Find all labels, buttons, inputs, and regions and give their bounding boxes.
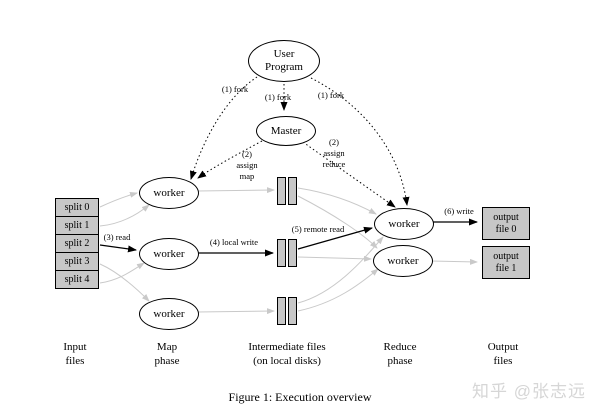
file-bar-icon — [277, 177, 286, 205]
edge-intfile1-to-reduce-worker1 — [297, 187, 377, 215]
label-assign-map: (2) assign map — [236, 149, 258, 182]
edge-assign-reduce-master-to-worker — [302, 141, 396, 208]
phase-label-input-files: Input files — [63, 341, 87, 367]
edge-split4-to-map-worker2 — [99, 262, 145, 284]
split-box-4: split 4 — [55, 270, 99, 289]
phase-label-intermediate-files: Intermediate files (on local disks) — [248, 341, 326, 367]
input-split-stack: split 0 split 1 split 2 split 3 split 4 — [55, 198, 99, 289]
label-fork-left: (1) fork — [221, 84, 249, 94]
node-reduce-worker-1: worker — [374, 208, 434, 240]
edge-split3-to-map-worker3 — [99, 263, 150, 302]
intermediate-file-icon-1 — [277, 177, 297, 205]
phase-label-reduce-phase: Reduce phase — [383, 341, 417, 367]
label-fork-middle: (1) fork — [264, 92, 292, 102]
label-write: (6) write — [444, 206, 474, 216]
phase-label-map-phase: Map phase — [154, 341, 180, 367]
file-bar-icon — [288, 239, 297, 267]
label-assign-reduce: (2) assign reduce — [322, 137, 346, 170]
split-box-2: split 2 — [55, 234, 99, 253]
edge-remote-read-intfile2-to-reduce-worker1 — [297, 226, 373, 250]
edge-map-worker3-to-intfile3 — [196, 308, 275, 315]
output-file-1-box: output file 1 — [482, 246, 530, 279]
edge-intfile3-to-reduce-worker1 — [297, 236, 384, 304]
node-map-worker-1: worker — [139, 177, 199, 209]
edge-map-worker1-to-intfile1 — [196, 187, 275, 194]
node-user-program: User Program — [248, 40, 320, 82]
label-fork-right: (1) fork — [317, 90, 345, 100]
intermediate-file-icon-2 — [277, 239, 297, 267]
edge-intfile2-to-reduce-worker2 — [297, 255, 372, 262]
output-file-0-box: output file 0 — [482, 207, 530, 240]
label-read: (3) read — [103, 232, 131, 242]
split-box-0: split 0 — [55, 198, 99, 217]
split-box-3: split 3 — [55, 252, 99, 271]
edge-reduce-worker2-to-output1 — [430, 258, 478, 265]
node-map-worker-2: worker — [139, 238, 199, 270]
edge-intfile3-to-reduce-worker2 — [297, 268, 379, 312]
edge-split1-to-map-worker1 — [99, 204, 150, 227]
file-bar-icon — [277, 297, 286, 325]
label-local-write: (4) local write — [209, 237, 259, 247]
edge-split0-to-map-worker1 — [99, 191, 138, 208]
file-bar-icon — [277, 239, 286, 267]
node-map-worker-3: worker — [139, 298, 199, 330]
node-master: Master — [256, 116, 316, 146]
zhihu-watermark: 知乎 @张志远 — [472, 382, 586, 401]
edge-fork-userprogram-to-map-worker — [189, 76, 258, 180]
edge-intfile1-to-reduce-worker2 — [297, 195, 378, 249]
edge-read-split2-to-map-worker2 — [99, 244, 137, 253]
phase-label-output-files: Output files — [487, 341, 519, 367]
edge-assign-map-master-to-worker — [197, 140, 263, 179]
file-bar-icon — [288, 177, 297, 205]
label-remote-read: (5) remote read — [291, 224, 345, 234]
node-reduce-worker-2: worker — [373, 245, 433, 277]
intermediate-file-icon-3 — [277, 297, 297, 325]
figure-caption: Figure 1: Execution overview — [228, 390, 372, 404]
split-box-1: split 1 — [55, 216, 99, 235]
file-bar-icon — [288, 297, 297, 325]
